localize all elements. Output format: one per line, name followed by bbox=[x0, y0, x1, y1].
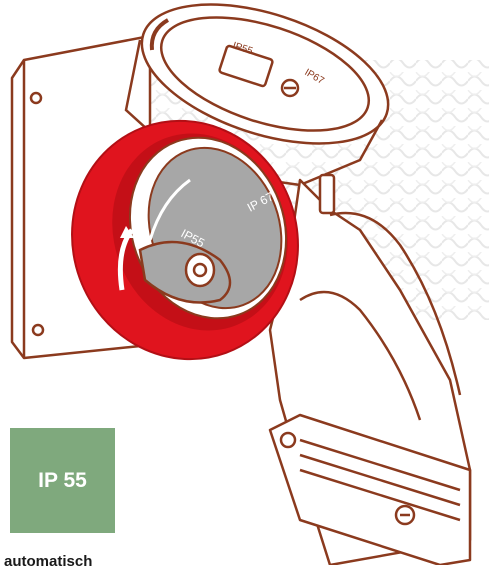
ip-rating-label: IP 55 bbox=[38, 469, 87, 493]
ip-rating-badge: IP 55 bbox=[10, 428, 115, 533]
caption-text: automatisch bbox=[4, 552, 92, 572]
